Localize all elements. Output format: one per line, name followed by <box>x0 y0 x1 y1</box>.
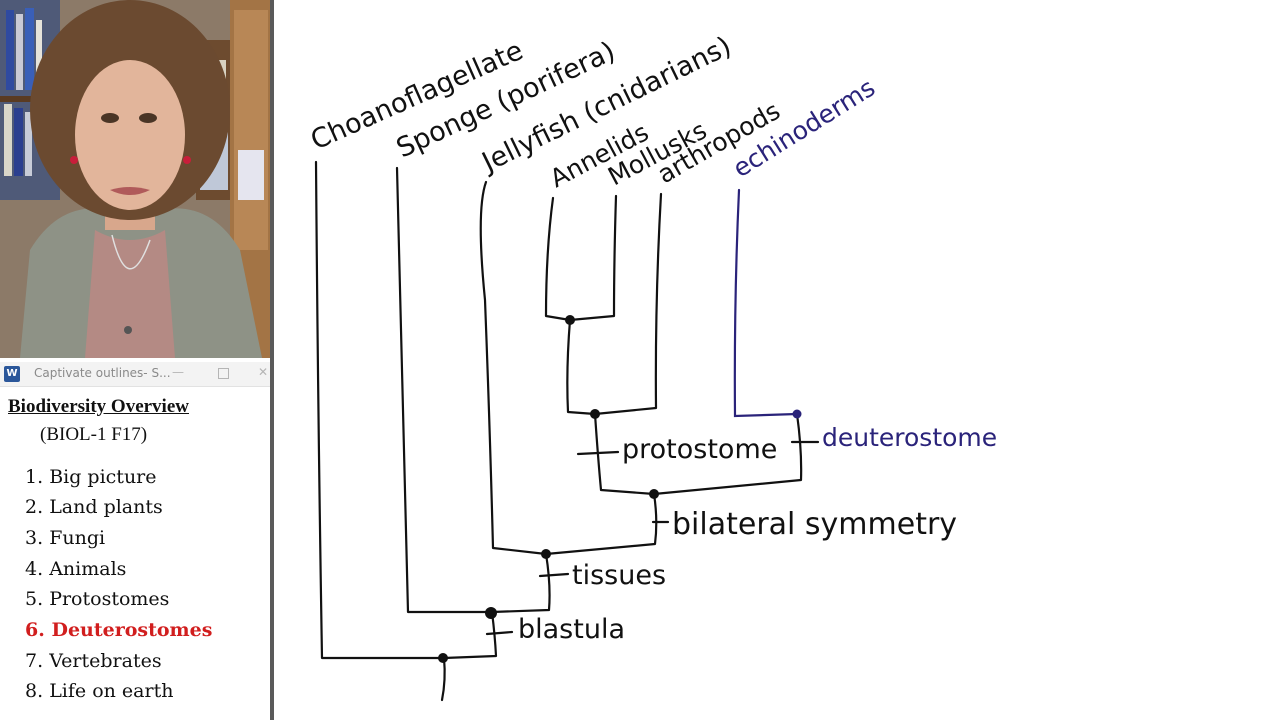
branch-bilateria-stem <box>544 492 658 556</box>
window-title: Captivate outlines- S... <box>34 366 171 380</box>
branch-protostome-stem <box>593 412 656 496</box>
branch-choanoflagellate <box>314 160 446 660</box>
node-protostome <box>590 409 600 419</box>
presenter-video-image <box>0 0 270 358</box>
phylogeny-drawing: Choanoflagellate Sponge (porifera) Jelly… <box>306 31 997 702</box>
outline-item-vertebrates: 7. Vertebrates <box>25 650 162 672</box>
label-deuterostome: deuterostome <box>822 423 997 452</box>
left-panel: W Captivate outlines- S... — ✕ Biodivers… <box>0 0 270 720</box>
outline-item-big-picture: 1. Big picture <box>25 466 157 488</box>
branch-annelids <box>544 196 572 322</box>
label-protostome: protostome <box>622 434 777 465</box>
document-window-titlebar: W Captivate outlines- S... — ✕ <box>0 362 270 387</box>
node-eumetazoa <box>541 549 551 559</box>
branch-lophotrochozoa <box>566 318 597 416</box>
document-content: Biodiversity Overview (BIOL-1 F17) 1. Bi… <box>0 388 270 720</box>
node-lophotrochozoa <box>565 315 575 325</box>
whiteboard-canvas: Choanoflagellate Sponge (porifera) Jelly… <box>274 0 1280 720</box>
branch-echinoderms <box>733 188 799 418</box>
branch-sponge <box>395 166 494 614</box>
node-deuterostome <box>792 409 802 419</box>
outline-item-animals: 4. Animals <box>25 558 127 580</box>
branch-arthropods <box>593 192 663 416</box>
branch-deuterostome-stem <box>652 412 803 496</box>
label-bilateral-symmetry: bilateral symmetry <box>672 507 957 542</box>
tick-blastula <box>485 630 514 636</box>
branch-jellyfish <box>479 180 548 556</box>
tick-protostome <box>576 450 620 456</box>
document-title: Biodiversity Overview <box>8 396 189 417</box>
tick-tissues <box>538 572 570 578</box>
maximize-button[interactable] <box>218 368 229 379</box>
label-blastula: blastula <box>518 614 625 645</box>
outline-item-fungi: 3. Fungi <box>25 527 106 549</box>
outline-item-protostomes: 5. Protostomes <box>25 588 170 610</box>
node-metazoa <box>485 607 497 619</box>
webcam-video-feed <box>0 0 270 358</box>
minimize-button[interactable]: — <box>172 365 184 379</box>
branch-eumetazoa <box>490 552 551 614</box>
node-bilateria <box>649 489 659 499</box>
close-button[interactable]: ✕ <box>258 365 269 379</box>
outline-item-land-plants: 2. Land plants <box>25 496 163 518</box>
branch-root <box>440 656 446 702</box>
outline-item-deuterostomes: 6. Deuterostomes <box>25 619 213 641</box>
word-icon: W <box>4 366 20 382</box>
node-root <box>438 653 448 663</box>
document-subtitle: (BIOL-1 F17) <box>40 424 148 445</box>
branch-mollusks <box>568 194 618 322</box>
panel-divider <box>270 0 274 720</box>
label-tissues: tissues <box>572 560 666 591</box>
outline-item-life-on-earth: 8. Life on earth <box>25 680 174 702</box>
